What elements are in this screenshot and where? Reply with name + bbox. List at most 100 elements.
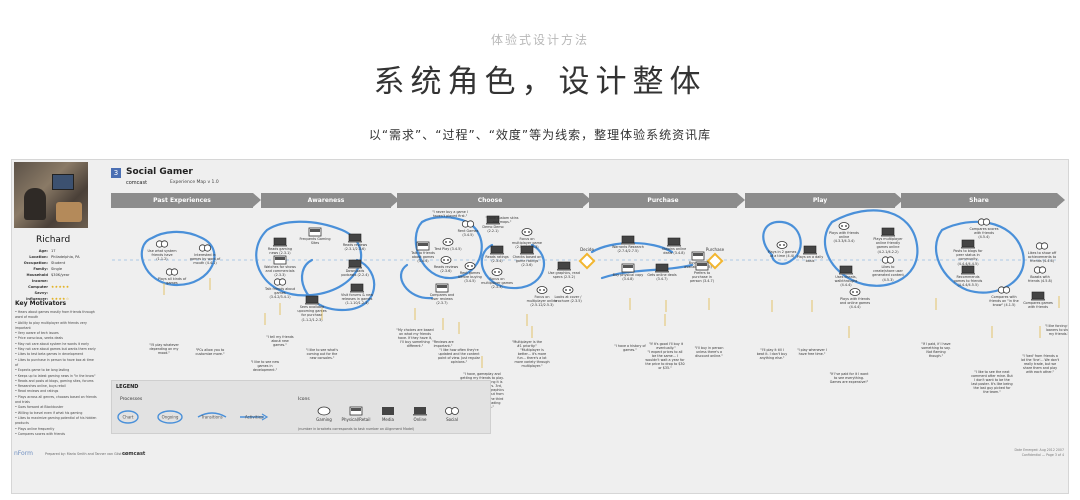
footer-brand-left: nForm: [14, 450, 33, 457]
quote-box: "Reviews are important.": [432, 340, 454, 349]
node-label-box: Rent games before buying (3.4.5): [458, 271, 482, 283]
persona-photo: [14, 162, 88, 228]
node-label: Buy physical copy (3.4.8): [612, 273, 644, 282]
media-icon: [695, 261, 709, 271]
stage-purchase: Purchase: [589, 193, 745, 208]
quote-box: "If I paid, if I have something to say. …: [921, 342, 951, 359]
key-motivator-item: Goes forward at Blockbuster: [15, 405, 97, 410]
key-motivator-item: Researches online, buys retail: [15, 384, 97, 389]
node-label: Plays with friends online (4.3.3/4.3.4): [829, 231, 859, 244]
quote-text: "I play whenever I have free time.": [797, 348, 827, 357]
quote-text: "I have a history of games.": [614, 344, 646, 353]
online-icon: [961, 265, 975, 275]
legend-process-label: Transitions: [200, 415, 222, 420]
process-flow-path: [300, 258, 376, 312]
legend-icon-label: Social: [446, 417, 458, 422]
online-icon: [667, 237, 681, 247]
decision-diamond: [706, 252, 724, 270]
node-label: Test Play (3.4.5): [434, 247, 462, 251]
persona-detail-row: Family:Single: [16, 266, 96, 272]
legend-process-label: Chart: [123, 415, 134, 420]
media-icon: [416, 241, 430, 251]
quote-text: "I'll buy in person unless there's a dis…: [694, 346, 724, 359]
legend-media-icon: [382, 407, 394, 415]
node-label-box: Plays in 2 games at a time (4.4): [767, 250, 797, 259]
quote-box: "I like how often they're updated and th…: [438, 348, 480, 364]
social-icon: [977, 218, 991, 226]
online-icon: [486, 215, 500, 225]
online-icon: [520, 245, 534, 255]
node-label-box: Demo Demo (2.2.1): [482, 225, 503, 233]
online-icon: [557, 261, 571, 271]
social-icon: [881, 256, 895, 264]
key-motivators-list: Hears about games mostly from friends th…: [15, 310, 97, 437]
chair-shape: [56, 202, 82, 222]
online-icon: [490, 245, 504, 255]
node-label: Plays in 2 games at a time (4.4): [767, 250, 797, 259]
node-label: Likes to create/share user generated con…: [872, 265, 904, 282]
stage-choose: Choose: [397, 193, 591, 208]
media-icon: [273, 255, 287, 265]
node-label-box: Visit forums & new releases in games (1.…: [341, 293, 373, 305]
persona-detail-row: Influencer:★★★★☆: [16, 296, 96, 302]
node-label-box: Watches for shows and commercials (2.3.3…: [264, 265, 296, 277]
node-label-box: Likes to create/share user generated con…: [872, 265, 904, 282]
node-label-box: Compares and user reviews (2.3.7): [429, 293, 455, 306]
node-label: Compares scores with friends (4.5.4): [969, 227, 999, 240]
online-icon: [961, 239, 975, 249]
quote-text: "I expect prices to all be the same... I…: [645, 350, 685, 371]
person-shape: [24, 188, 46, 220]
quote-box: "I tell my friends about new games.": [266, 335, 294, 348]
node-label: Focus on multiplayer games (2.3.3): [481, 277, 513, 290]
node-label-box: Reads reviews (2.3.1/2.3.6): [343, 243, 367, 251]
process-flow-path: [414, 216, 483, 280]
stage-awareness: Awareness: [261, 193, 399, 208]
quote-text: "Reviews are important.": [432, 340, 454, 349]
legend-gaming-icon: [317, 406, 331, 416]
social-icon: [1035, 242, 1049, 250]
legend-process-label: Activities: [245, 415, 263, 420]
node-label: Talk to friends about games (3.4.4): [411, 251, 435, 264]
map-title: Social Gamer: [126, 167, 193, 177]
quote-text: "I never buy a game I haven't played fir…: [432, 210, 468, 219]
quote-text: "I tell my friends about new games.": [266, 335, 294, 348]
online-icon: [839, 265, 853, 275]
node-label: Likes to show off achievements to friend…: [1027, 251, 1057, 264]
persona-detail-key: Occupation:: [23, 261, 48, 265]
slide-title: 系统角色，设计整体: [373, 64, 707, 100]
social-icon: [273, 278, 287, 286]
node-label-box: Plays with friends online (4.3.3/4.3.4): [829, 231, 859, 244]
node-label: Plays with friends and online games (4.4…: [839, 297, 871, 310]
node-label: Reads ratings (2.3.4): [485, 255, 509, 264]
online-icon: [350, 283, 364, 293]
node-label-box: Use what system friends have (1.1.2): [147, 249, 176, 261]
persona-detail-key: Family:: [33, 267, 48, 271]
node-label-box: Plays multiplayer online friendly games …: [873, 237, 902, 254]
process-flow-path: [762, 220, 802, 265]
quote-box: "I like forcing the loaners to show my f…: [1045, 324, 1068, 336]
quote-text: "PCs allow you to customize more.": [195, 348, 225, 357]
persona-detail-row: Occupation:Student: [16, 260, 96, 266]
media-icon: [691, 251, 705, 261]
node-label: Posts to blogs for peer status in commun…: [953, 249, 983, 266]
legend-social-icon: [445, 407, 459, 415]
quote-text: "If I paid, if I have something to say. …: [921, 342, 951, 359]
legend-icon-label: Gaming: [316, 417, 332, 422]
node-label: Plays all kinds of games: [157, 277, 187, 286]
node-label-box: Reads gaming news (2.3.1): [268, 247, 292, 255]
slide-lead: 以“需求”、“过程”、“效度”等为线索，整理体验系统资讯库: [368, 128, 712, 142]
social-icon: [198, 244, 212, 252]
footer-meta: Date Emerged: Aug 2012 2007 Confidential…: [1014, 448, 1064, 457]
legend-title: LEGEND: [116, 384, 139, 390]
legend-physical-icon: [349, 406, 363, 416]
gaming-icon: [536, 286, 548, 294]
footer-page: Confidential — Page 3 of 4: [1021, 452, 1064, 457]
online-icon: [348, 233, 362, 243]
social-icon: [165, 268, 179, 276]
node-label: Warrants Research (2.7.4/2.7.5): [612, 245, 644, 254]
persona-detail-row: Computer Savvy:★★★★★: [16, 284, 96, 296]
node-label: Compares and user reviews (2.3.7): [429, 293, 455, 306]
quote-box: "Multiplayer is the #1 priority.": [512, 340, 542, 348]
